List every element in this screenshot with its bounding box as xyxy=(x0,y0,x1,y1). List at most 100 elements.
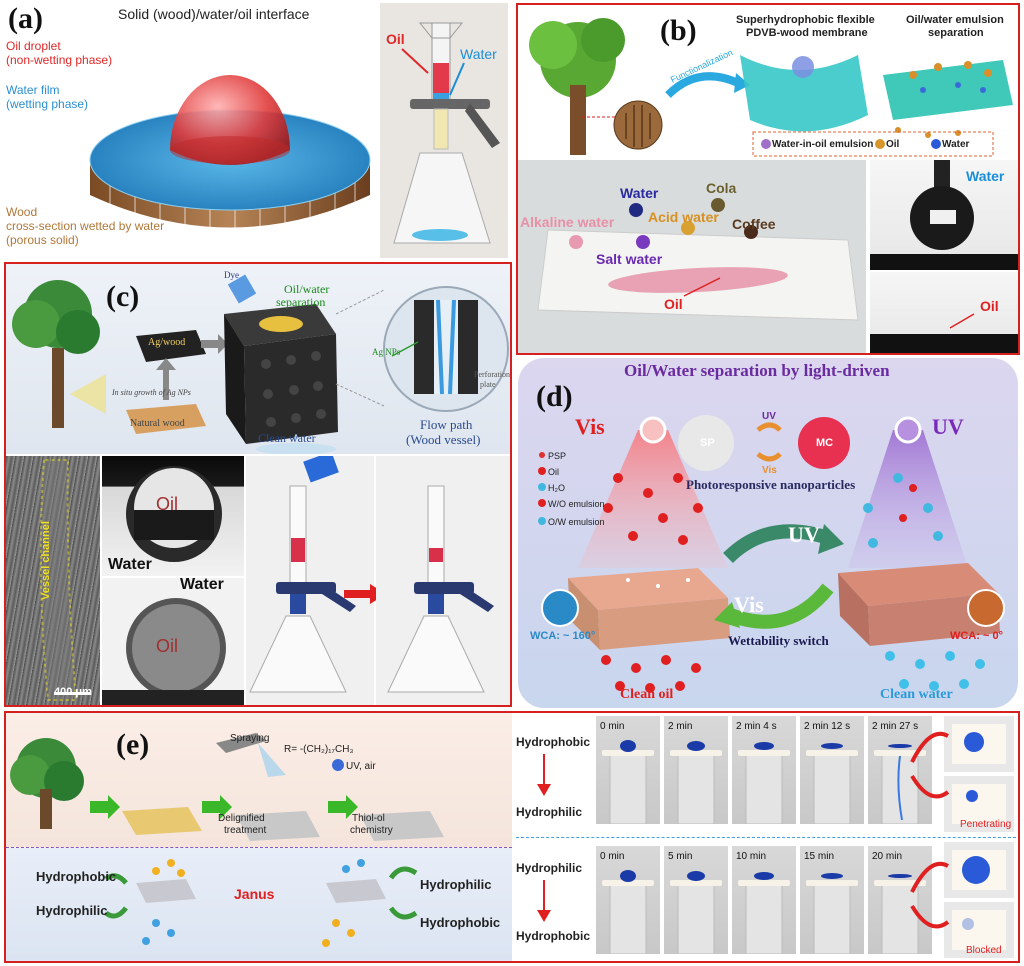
row1-blue-droplet xyxy=(821,743,843,749)
row2-droplet-on-membrane xyxy=(670,871,722,954)
wca-right-label: WCA: ~ 0° xyxy=(950,630,1003,642)
dye-label: Dye xyxy=(224,270,239,280)
sem-oil-label: Oil xyxy=(156,494,178,514)
membrane-title-2: PDVB-wood membrane xyxy=(746,27,868,39)
row2-blue-droplet xyxy=(754,872,774,880)
row1-droplet-on-membrane xyxy=(602,740,654,824)
vessel-channel-outline xyxy=(39,459,90,701)
right-hydrophilic: Hydrophilic xyxy=(420,877,492,892)
legend-wo-emulsion: W/O emulsion xyxy=(548,499,605,509)
row2-to-label: Hydrophobic xyxy=(516,929,590,943)
flask-after-icon xyxy=(387,485,494,693)
panel-a-letter: (a) xyxy=(8,2,43,35)
row1-membrane xyxy=(806,750,858,756)
separation-title-2: separation xyxy=(928,27,984,39)
row2-tube xyxy=(813,883,851,954)
blocked-stain-icon xyxy=(952,850,1006,890)
panel-c-schematic xyxy=(12,274,509,454)
blocked-sample-top xyxy=(944,842,1014,898)
row1-membrane xyxy=(738,750,790,756)
row1-droplet-on-membrane xyxy=(874,744,926,824)
photo-arrows xyxy=(401,48,465,96)
wood-label-2: cross-section wetted by water xyxy=(6,219,165,233)
row1-tube xyxy=(609,753,647,824)
blocked-back-icon xyxy=(952,910,1006,950)
mc-label: MC xyxy=(816,437,834,449)
right-hydrophobic: Hydrophobic xyxy=(420,915,501,930)
water-contact-photo xyxy=(870,160,1018,270)
vessel-channel-label: Vessel channel xyxy=(40,521,52,600)
uv-label: UV xyxy=(932,414,964,439)
legend-h2o: H₂O xyxy=(548,483,565,493)
flow-path-1: Flow path xyxy=(420,417,473,432)
formula-label: R= -(CH₂)₁₇CH₃ xyxy=(284,744,354,755)
wood-label-3: (porous solid) xyxy=(6,233,79,247)
panel-e xyxy=(4,711,1020,963)
row1-membrane xyxy=(670,750,722,756)
row2-droplet-on-membrane xyxy=(738,872,790,954)
row2-membrane xyxy=(670,880,722,886)
uv-air-label: UV, air xyxy=(346,761,376,772)
row1-blue-droplet xyxy=(754,742,774,750)
row2-tube xyxy=(677,883,715,954)
row2-blue-droplet xyxy=(821,873,843,879)
thiol-1: Thiol-ol xyxy=(352,813,385,824)
oil-contact-photo xyxy=(870,272,1018,353)
row1-tube xyxy=(677,753,715,824)
legend-oil: Oil xyxy=(548,467,559,477)
row2-blue-droplet xyxy=(687,871,705,881)
panel-e-letter: (e) xyxy=(116,728,150,761)
vis-label: Vis xyxy=(575,414,605,439)
janus-label: Janus xyxy=(234,886,275,902)
penetrated-back-icon xyxy=(952,784,1006,824)
row2-membrane xyxy=(806,880,858,886)
blocked-sample-bottom xyxy=(944,902,1014,958)
row1-from-label: Hydrophobic xyxy=(516,735,590,749)
drop-oil-label: Oil xyxy=(664,296,683,312)
row1-frame: 2 min 12 s xyxy=(800,716,864,824)
perforation-label-2: plate xyxy=(480,380,496,389)
row1-frame: 2 min 4 s xyxy=(732,716,796,824)
panel-d-letter: (d) xyxy=(536,380,573,413)
in-situ-label: In situ growth of Ag NPs xyxy=(112,388,191,397)
row2-membrane xyxy=(602,880,654,886)
switch-vis-label: Vis xyxy=(734,592,764,617)
wca-left-label: WCA: ~ 160° xyxy=(530,630,596,642)
row1-time-label: 2 min 12 s xyxy=(804,721,851,732)
sem-image xyxy=(6,456,100,705)
filtration-after-photo xyxy=(376,456,510,705)
row1-droplet-on-membrane xyxy=(806,743,858,824)
row2-blue-droplet xyxy=(888,874,912,878)
oil-spread-contact xyxy=(870,313,1018,353)
row1-time-label: 2 min 27 s xyxy=(872,721,919,732)
filtration-apparatus-icon xyxy=(393,22,500,244)
row1-blue-droplet xyxy=(620,740,636,752)
penetrating-label: Penetrating xyxy=(960,819,1012,830)
row2-time-label: 5 min xyxy=(668,851,693,862)
clean-oil-label: Clean oil xyxy=(620,687,674,702)
drop-acid-label: Acid water xyxy=(648,209,719,225)
row2-down-arrow xyxy=(537,880,551,922)
ag-nps-label: Ag NPs xyxy=(372,347,401,357)
oil-water-sep-1: Oil/water xyxy=(284,282,330,296)
panel-e-bottom-bg xyxy=(6,848,512,961)
row1-blue-droplet xyxy=(687,741,705,751)
delignified-1: Delignified xyxy=(218,813,265,824)
row2-frame: 10 min xyxy=(732,846,796,954)
row2-from-label: Hydrophilic xyxy=(516,861,583,875)
row1-droplet-on-membrane xyxy=(738,742,790,824)
water-droplet-contact xyxy=(870,160,1018,270)
panel-b xyxy=(516,3,1020,355)
wood-drops-photo xyxy=(518,160,866,353)
row2-droplet-on-membrane xyxy=(806,873,858,954)
oil-arrow xyxy=(683,277,721,297)
row1-frame: 2 min 27 s xyxy=(868,716,932,824)
clean-water-label: Clean water xyxy=(258,431,316,445)
photo-water-label: Water xyxy=(460,46,497,62)
left-hydrophobic: Hydrophobic xyxy=(36,869,117,884)
panel-c xyxy=(4,262,512,707)
vis-small-label: Vis xyxy=(762,465,777,476)
oil-in-water-photo xyxy=(102,456,244,576)
water-under-oil-photo xyxy=(102,578,244,705)
panel-b-letter: (b) xyxy=(660,14,697,47)
